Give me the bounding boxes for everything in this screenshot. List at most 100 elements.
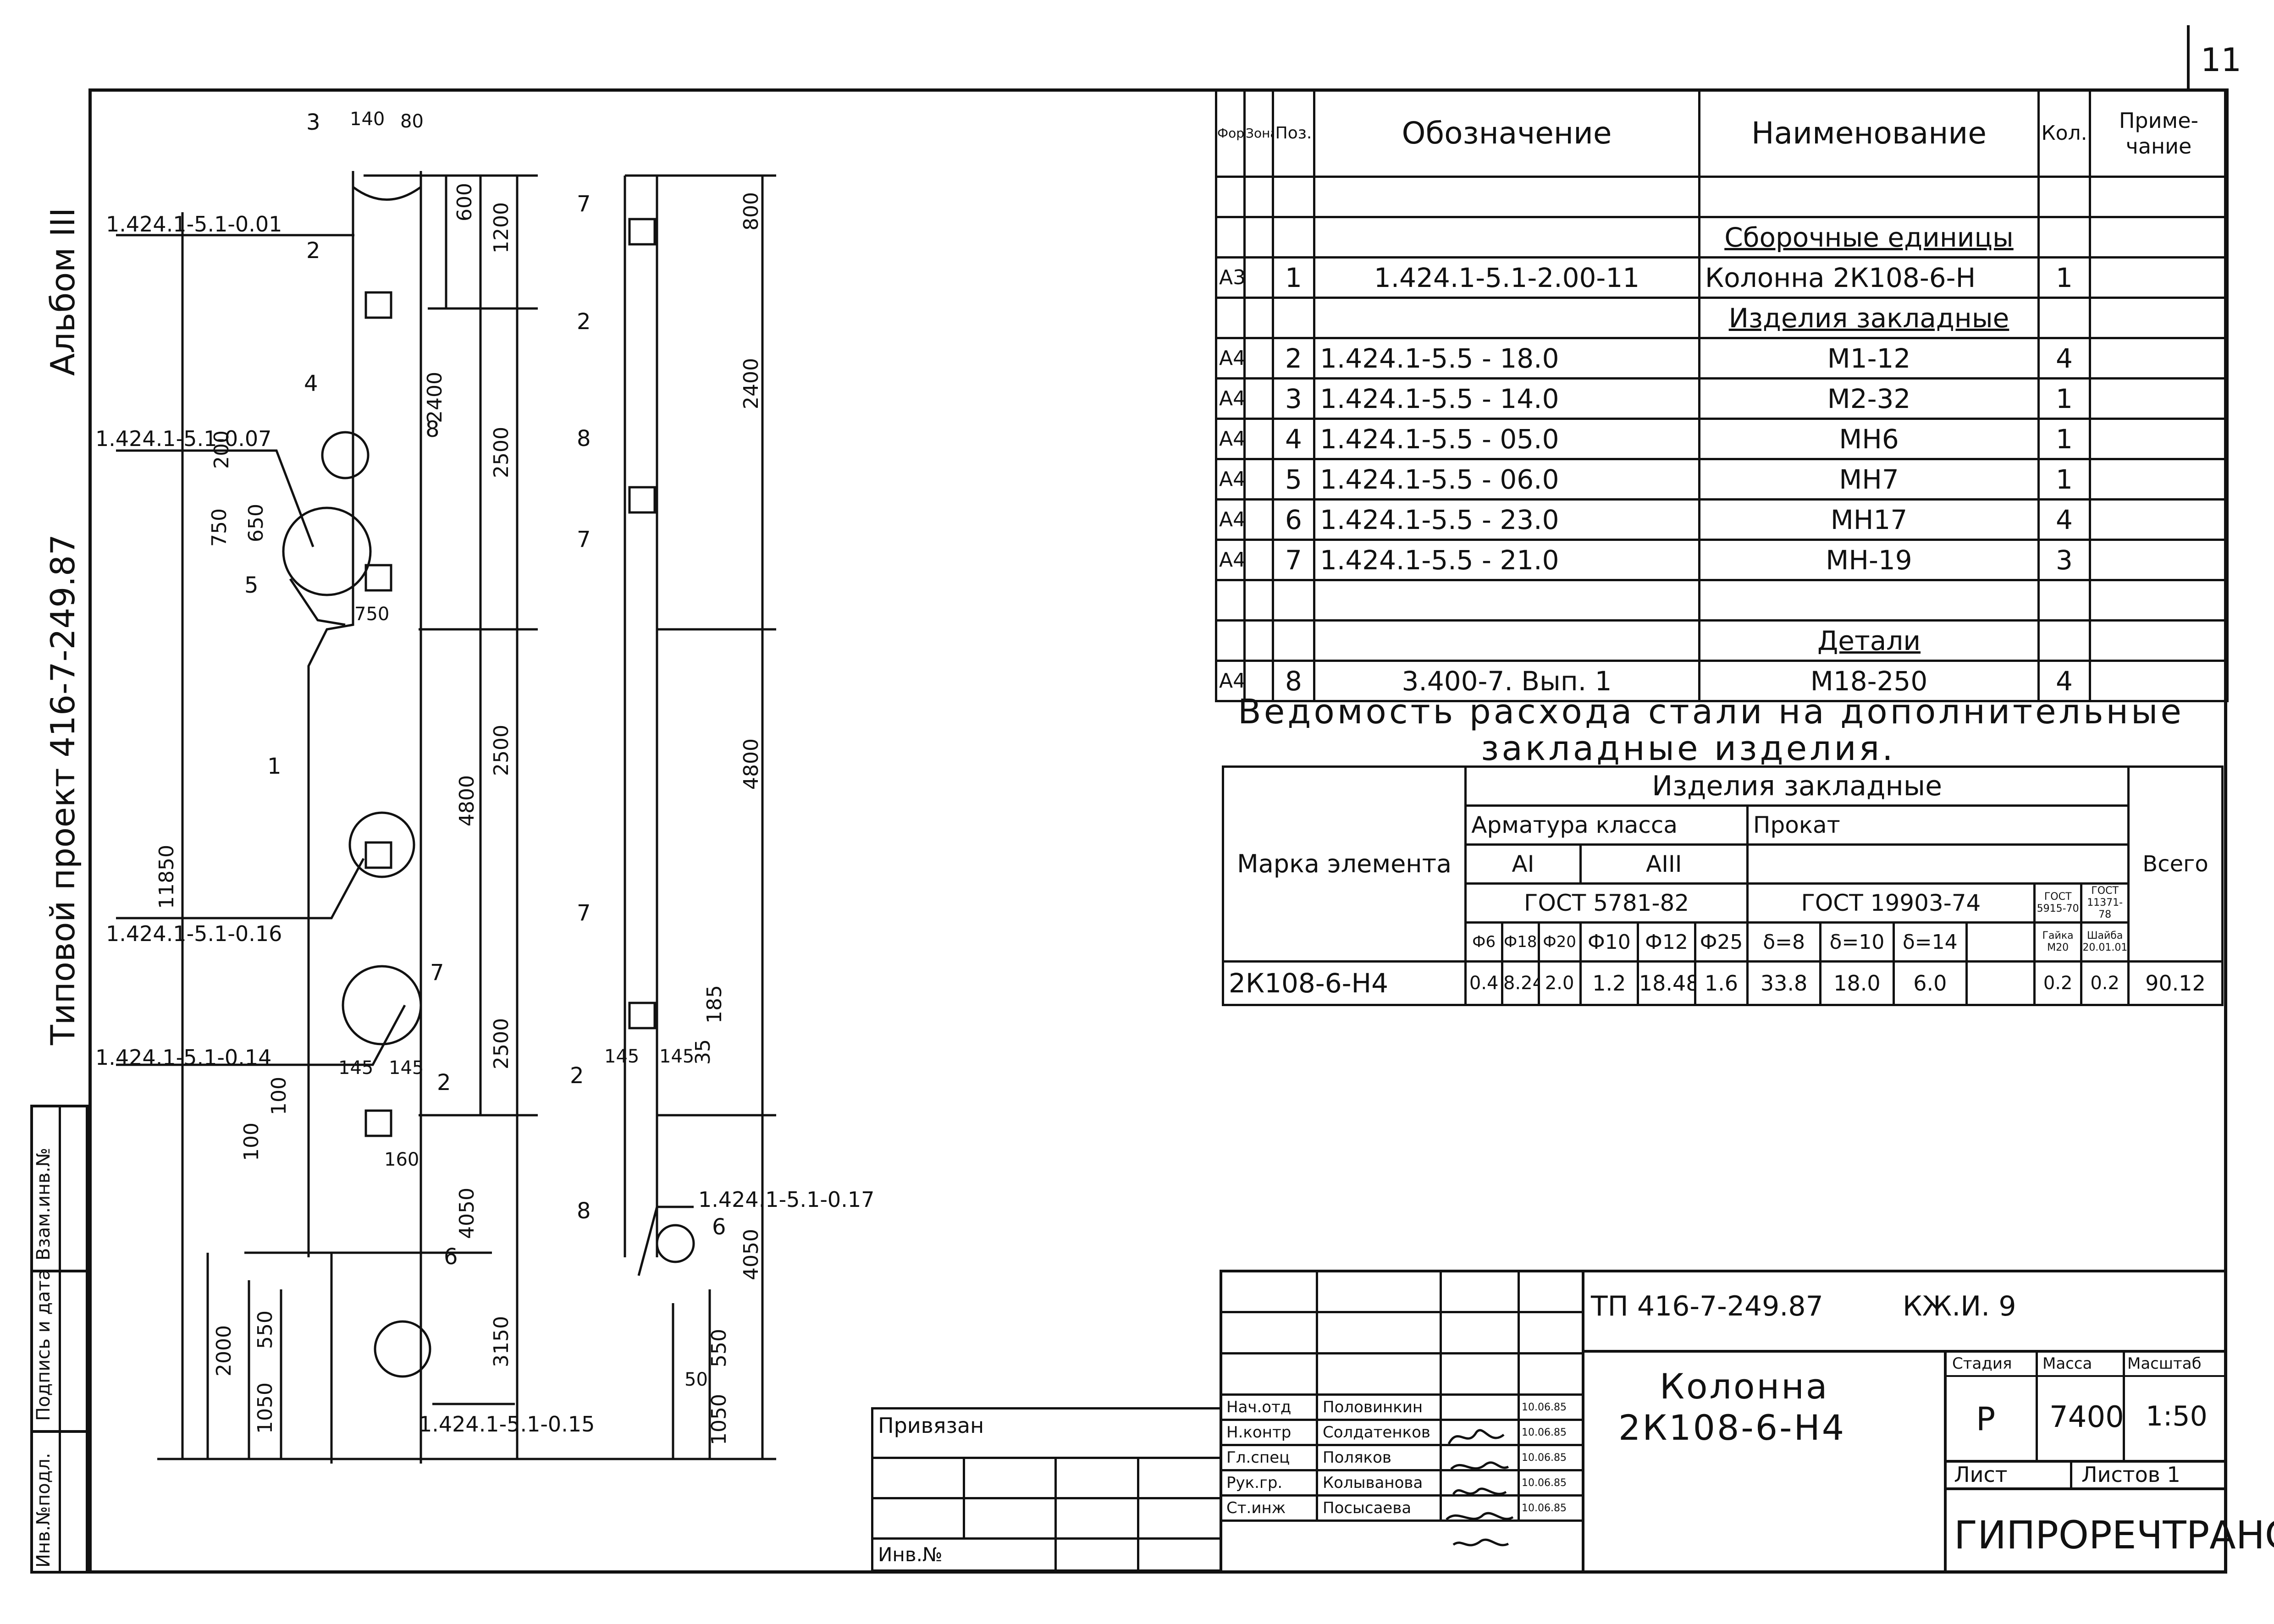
- role-label: Ст.инж: [1220, 1494, 1318, 1522]
- signature-mark: [1447, 1429, 1505, 1445]
- hdr-note: Приме-чание: [2089, 88, 2229, 178]
- scale-value: 1:50: [2146, 1400, 2208, 1432]
- dim-label: 600: [453, 183, 476, 221]
- role-date: 10.06.85: [1518, 1393, 1584, 1421]
- pos-label: 7: [577, 527, 591, 552]
- dim-label: 1050: [254, 1382, 277, 1434]
- steel-col: δ=14: [1892, 921, 1968, 963]
- item-name: Колонна: [1660, 1366, 1829, 1407]
- steel-val: 0.2: [2033, 960, 2083, 1006]
- row-pos: 7: [1272, 539, 1315, 581]
- dim-label: 160: [384, 1149, 419, 1170]
- pos-label: 6: [444, 1244, 458, 1270]
- sheets-label: Листов 1: [2081, 1462, 2180, 1487]
- dim-label: 2400: [423, 372, 447, 423]
- dim-label: 11850: [155, 845, 178, 909]
- section-assembly: Сборочные единицы: [1698, 216, 2040, 259]
- role-name: Посысаева: [1316, 1494, 1442, 1522]
- pos-label: 5: [244, 573, 259, 598]
- hdr-designation: Обозначение: [1313, 88, 1700, 178]
- row-designation: 1.424.1-5.5 - 14.0: [1313, 377, 1700, 420]
- role-date: 10.06.85: [1518, 1494, 1584, 1522]
- hdr-qty: Кол.: [2037, 88, 2091, 178]
- row-format: А4: [1215, 498, 1246, 541]
- item-mark: 2К108-6-Н4: [1618, 1407, 1846, 1448]
- row-qty: 3: [2037, 539, 2091, 581]
- sheet-label: Лист: [1954, 1462, 2008, 1487]
- steel-col: Гайка М20: [2033, 921, 2083, 963]
- row-qty: 4: [2037, 498, 2091, 541]
- steel-val: 18.0: [1819, 960, 1895, 1006]
- row-format: А3: [1215, 256, 1246, 299]
- steel-col: Ф20: [1537, 921, 1582, 963]
- inv-no-label: Инв.№: [871, 1537, 1057, 1572]
- steel-val: 0.4: [1464, 960, 1503, 1006]
- column-bottom-fragment: [244, 1251, 492, 1464]
- dim-label: 4800: [740, 738, 763, 790]
- signature-mark: [1446, 1512, 1514, 1520]
- doc-code-2: КЖ.И. 9: [1903, 1290, 2016, 1322]
- row-designation: 1.424.1-5.5 - 23.0: [1313, 498, 1700, 541]
- steel-hdr-rolled: Прокат: [1746, 804, 2130, 846]
- pos-label: 7: [577, 191, 591, 217]
- scale-label: Масштаб: [2127, 1354, 2202, 1373]
- steel-hdr-a3: АIII: [1579, 843, 1749, 885]
- row-pos: 6: [1272, 498, 1315, 541]
- row-qty: 1: [2037, 377, 2091, 420]
- role-label: Гл.спец: [1220, 1444, 1318, 1471]
- plate: [364, 1109, 392, 1137]
- steel-val: 18.48: [1636, 960, 1697, 1006]
- dim-label: 145: [389, 1057, 424, 1079]
- section-embedded: Изделия закладные: [1698, 297, 2040, 339]
- pos-label: 4: [304, 371, 318, 396]
- pos-label: 8: [425, 417, 440, 442]
- privyazan-block: Привязан Инв.№: [871, 1407, 1222, 1572]
- steel-col: δ=8: [1746, 921, 1822, 963]
- steel-col: [1965, 921, 2036, 963]
- ref-label: 1.424.1-5.1-0.17: [698, 1187, 874, 1212]
- row-pos: 8: [1272, 660, 1315, 702]
- pos-label: 3: [306, 110, 320, 135]
- signatures: [1446, 1429, 1514, 1547]
- steel-table: Марка элемента Изделия закладные Всего А…: [1221, 765, 2224, 1006]
- stamp-inv-label: Инв.№подл.: [33, 1453, 54, 1568]
- ref-label: 1.424.1-5.1-0.07: [95, 426, 271, 451]
- steel-hdr-gost-nut: ГОСТ 5915-70: [2033, 882, 2083, 924]
- ref-label: 1.424.1-5.1-0.01: [106, 212, 282, 237]
- pos-label: 8: [577, 1198, 591, 1224]
- pos-label: 7: [430, 960, 444, 985]
- pos-label: 6: [712, 1214, 726, 1240]
- row-format: А4: [1215, 539, 1246, 581]
- hdr-zone: Зона: [1243, 88, 1274, 178]
- pos-label: 2: [570, 1063, 584, 1089]
- role-name: Половинкин: [1316, 1393, 1442, 1421]
- dim-label: 650: [244, 504, 268, 542]
- dim-label: 2500: [490, 725, 513, 776]
- dim-label: 550: [707, 1329, 731, 1367]
- steel-val: 33.8: [1746, 960, 1822, 1006]
- row-designation: 3.400-7. Вып. 1: [1313, 660, 1700, 702]
- column-2-outline: [624, 174, 658, 1257]
- role-name: Колыванова: [1316, 1469, 1442, 1497]
- plate: [628, 1002, 656, 1029]
- dim-label: 35: [691, 1039, 715, 1065]
- row-format: А4: [1215, 660, 1246, 702]
- sheet-number-box: [2187, 25, 2230, 89]
- row-format: А4: [1215, 377, 1246, 420]
- row-qty: 1: [2037, 256, 2091, 299]
- row-format: А4: [1215, 337, 1246, 380]
- project-label: Типовой проект 416-7-249.87: [44, 534, 82, 1045]
- dim-label: 100: [240, 1123, 263, 1161]
- dim-label: 550: [254, 1310, 277, 1349]
- steel-val: 8.24: [1501, 960, 1540, 1006]
- plate: [364, 291, 392, 319]
- steel-col: Ф18: [1501, 921, 1540, 963]
- pos-label: 2: [437, 1070, 451, 1096]
- leader: [116, 1004, 406, 1066]
- steel-title-line2: закладные изделия.: [1481, 729, 1896, 768]
- dim-label: 800: [740, 192, 763, 231]
- row-name: МН17: [1698, 498, 2040, 541]
- leader: [116, 449, 315, 547]
- privyazan-label: Привязан: [871, 1407, 1222, 1459]
- steel-hdr-rebar: Арматура класса: [1464, 804, 1749, 846]
